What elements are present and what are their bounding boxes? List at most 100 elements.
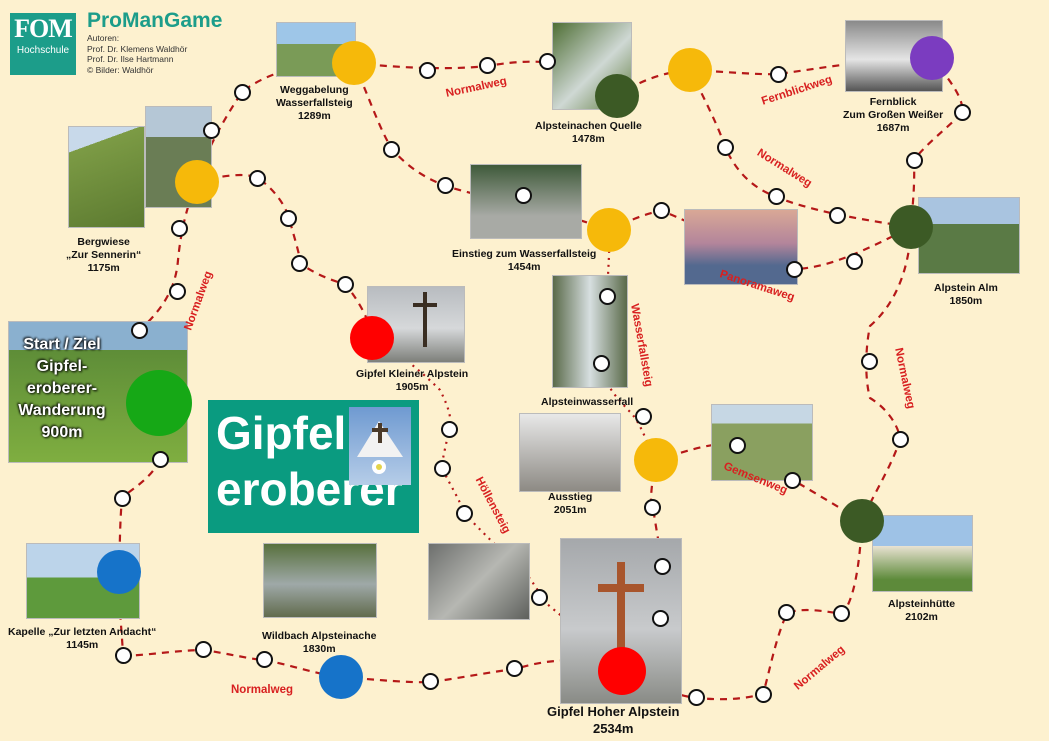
step-field[interactable] — [515, 187, 532, 204]
step-field[interactable] — [635, 408, 652, 425]
step-field[interactable] — [539, 53, 556, 70]
step-field[interactable] — [599, 288, 616, 305]
step-field[interactable] — [479, 57, 496, 74]
step-field[interactable] — [653, 202, 670, 219]
trail-bergwiese-kleiner — [196, 173, 374, 339]
photo-credit: © Bilder: Waldhör — [87, 64, 154, 75]
photo-alpstein-alm — [918, 197, 1020, 274]
station-name: Bergwiese — [77, 236, 130, 248]
field-green-start[interactable] — [126, 370, 192, 436]
step-field[interactable] — [644, 499, 661, 516]
route-label-normalweg-bottom-left: Normalweg — [231, 684, 293, 696]
station-altitude: 1289m — [297, 110, 331, 122]
step-field[interactable] — [506, 660, 523, 677]
authors-block: Autoren: Prof. Dr. Klemens Waldhör Prof.… — [87, 33, 187, 75]
start-line-1: Start / Ziel — [23, 336, 101, 353]
step-field[interactable] — [861, 353, 878, 370]
step-field[interactable] — [422, 673, 439, 690]
app-title: ProManGame — [87, 9, 223, 32]
step-field[interactable] — [249, 170, 266, 187]
station-altitude: 2534m — [592, 721, 634, 736]
station-name-2: Wasserfallsteig — [276, 97, 353, 109]
field-yellow-ausstieg[interactable] — [634, 438, 678, 482]
station-label-einstieg: Einstieg zum Wasserfallsteig 1454m — [452, 248, 596, 274]
step-field[interactable] — [280, 210, 297, 227]
step-field[interactable] — [419, 62, 436, 79]
step-field[interactable] — [652, 610, 669, 627]
banner-line-1: Gipfel — [216, 407, 347, 459]
station-label-alpstein-alm: Alpstein Alm 1850m — [934, 282, 998, 308]
photo-bergwiese-1 — [68, 126, 145, 228]
trail-kapelle-wildbach — [122, 648, 342, 679]
field-darkgreen-alm[interactable] — [889, 205, 933, 249]
field-blue-wildbach[interactable] — [319, 655, 363, 699]
field-yellow-bergwiese[interactable] — [175, 160, 219, 204]
field-blue-kapelle[interactable] — [97, 550, 141, 594]
station-altitude: 1145m — [66, 639, 99, 651]
field-yellow-weggabelung[interactable] — [332, 41, 376, 85]
station-altitude: 1905m — [395, 381, 429, 393]
step-field[interactable] — [717, 139, 734, 156]
photo-hoellensteig — [428, 543, 530, 620]
step-field[interactable] — [171, 220, 188, 237]
step-field[interactable] — [434, 460, 451, 477]
station-name: Alpsteinachen Quelle — [535, 120, 642, 132]
step-field[interactable] — [768, 188, 785, 205]
step-field[interactable] — [755, 686, 772, 703]
field-darkgreen-huette[interactable] — [840, 499, 884, 543]
step-field[interactable] — [114, 490, 131, 507]
step-field[interactable] — [234, 84, 251, 101]
cross-kleiner — [413, 292, 437, 347]
station-name-2: Zum Großen Weißer — [843, 109, 944, 121]
step-field[interactable] — [770, 66, 787, 83]
step-field[interactable] — [593, 355, 610, 372]
station-name: Gipfel Hoher Alpstein — [547, 704, 680, 719]
station-name: Weggabelung — [280, 84, 349, 96]
step-field[interactable] — [441, 421, 458, 438]
step-field[interactable] — [131, 322, 148, 339]
step-field[interactable] — [786, 261, 803, 278]
station-name: Kapelle „Zur letzten Andacht“ — [8, 626, 157, 638]
step-field[interactable] — [456, 505, 473, 522]
field-yellow-top-right[interactable] — [668, 48, 712, 92]
step-field[interactable] — [115, 647, 132, 664]
step-field[interactable] — [437, 177, 454, 194]
fom-logo: FOM Hochschule — [10, 13, 76, 75]
field-red-hoher[interactable] — [598, 647, 646, 695]
step-field[interactable] — [954, 104, 971, 121]
station-altitude: 2051m — [553, 504, 587, 516]
station-name: Alpsteinhütte — [888, 598, 956, 610]
step-field[interactable] — [846, 253, 863, 270]
step-field[interactable] — [784, 472, 801, 489]
logo-text: FOM — [14, 14, 73, 43]
field-yellow-einstieg[interactable] — [587, 208, 631, 252]
step-field[interactable] — [291, 255, 308, 272]
step-field[interactable] — [892, 431, 909, 448]
step-field[interactable] — [531, 589, 548, 606]
step-field[interactable] — [337, 276, 354, 293]
step-field[interactable] — [383, 141, 400, 158]
step-field[interactable] — [829, 207, 846, 224]
station-name: Gipfel Kleiner Alpstein — [356, 368, 469, 380]
step-field[interactable] — [203, 122, 220, 139]
field-purple-fernblick[interactable] — [910, 36, 954, 80]
step-field[interactable] — [169, 283, 186, 300]
step-field[interactable] — [256, 651, 273, 668]
station-label-gipfel-hoher: Gipfel Hoher Alpstein 2534m — [547, 703, 679, 737]
step-field[interactable] — [833, 605, 850, 622]
step-field[interactable] — [654, 558, 671, 575]
photo-wasserfall — [552, 275, 628, 388]
step-field[interactable] — [152, 451, 169, 468]
field-red-kleiner[interactable] — [350, 316, 394, 360]
edelweiss-icon — [357, 421, 403, 474]
step-field[interactable] — [195, 641, 212, 658]
step-field[interactable] — [729, 437, 746, 454]
step-field[interactable] — [906, 152, 923, 169]
field-darkgreen-quelle[interactable] — [595, 74, 639, 118]
photo-gemsenweg — [711, 404, 813, 481]
step-field[interactable] — [688, 689, 705, 706]
station-label-gipfel-kleiner: Gipfel Kleiner Alpstein 1905m — [356, 368, 468, 394]
photo-ausstieg — [519, 413, 621, 492]
step-field[interactable] — [778, 604, 795, 621]
